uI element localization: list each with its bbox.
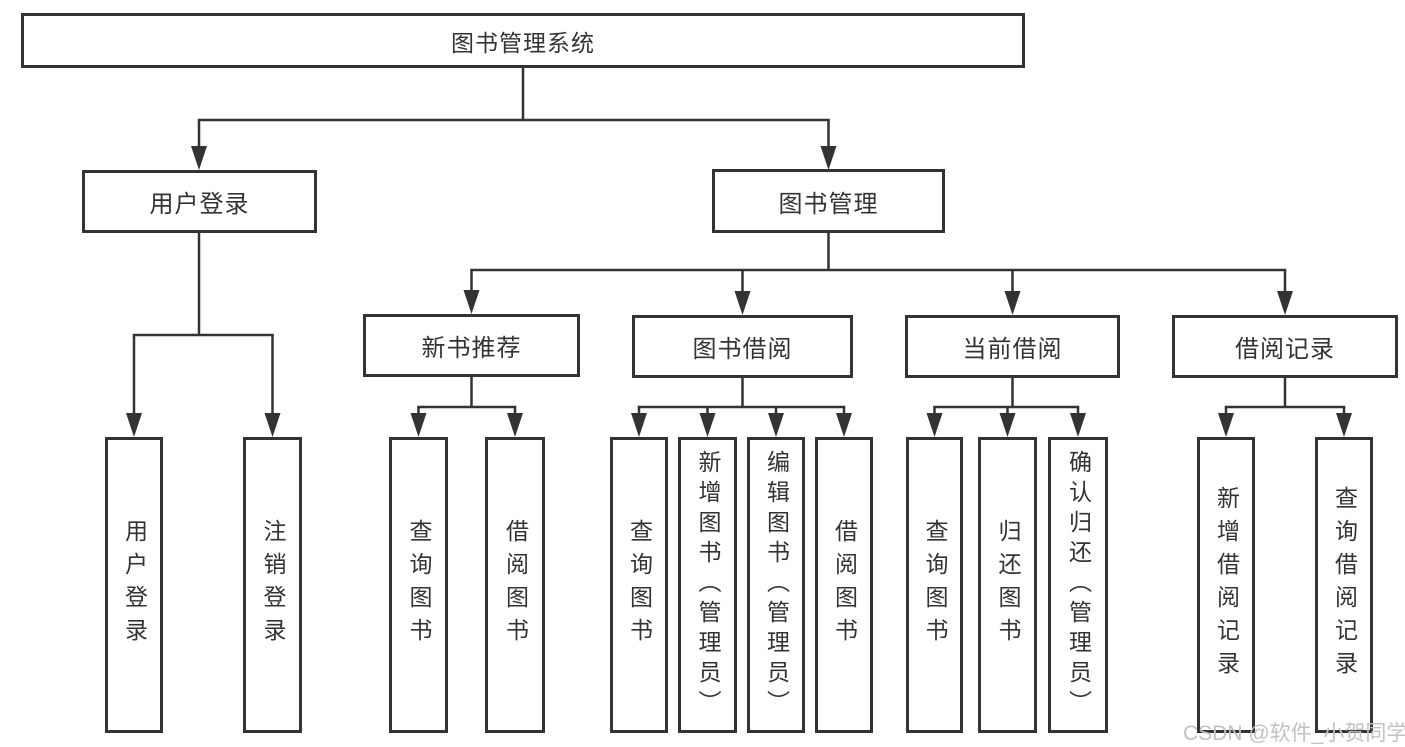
node-label: 查询图书	[922, 519, 948, 651]
node-label: 当前借阅	[962, 336, 1063, 363]
connector-user-login-to-leaves	[126, 233, 281, 437]
arrowhead-icon	[768, 413, 784, 437]
connector-root-to-level2	[191, 68, 837, 170]
connector-book-borrow-to-leaves	[631, 378, 852, 437]
leaf-add-book-admin: 新增图书（管理员）	[678, 437, 737, 733]
leaf-confirm-return-admin: 确认归还（管理员）	[1048, 437, 1108, 733]
leaf-borrow-books: 借阅图书	[815, 437, 873, 733]
leaf-user-login: 用户登录	[105, 437, 163, 733]
node-label: 查询借阅记录	[1331, 486, 1358, 684]
leaf-edit-book-admin: 编辑图书（管理员）	[747, 437, 805, 733]
leaf-return-books: 归还图书	[978, 437, 1037, 733]
arrowhead-icon	[1336, 413, 1352, 437]
arrowhead-icon	[820, 146, 837, 170]
arrowhead-icon	[734, 291, 751, 315]
node-label: 图书管理系统	[451, 29, 595, 56]
node-current-borrow: 当前借阅	[905, 315, 1120, 378]
connector-borrow-records-to-leaves	[1218, 378, 1352, 437]
node-label: 借阅图书	[831, 519, 858, 651]
leaf-query-borrow-record: 查询借阅记录	[1315, 437, 1373, 733]
node-label: 图书管理	[778, 190, 879, 218]
connector-current-borrow-to-leaves	[926, 378, 1086, 437]
node-label: 新增图书（管理员）	[695, 450, 721, 720]
arrowhead-icon	[1218, 413, 1234, 437]
node-user-login: 用户登录	[82, 170, 317, 233]
node-label: 新书推荐	[421, 335, 522, 362]
node-label: 归还图书	[995, 519, 1021, 651]
arrowhead-icon	[191, 146, 207, 170]
node-label: 图书借阅	[692, 336, 793, 363]
node-book-borrow: 图书借阅	[632, 315, 853, 378]
arrowhead-icon	[926, 413, 943, 437]
arrowhead-icon	[463, 290, 480, 314]
node-label: 借阅记录	[1235, 336, 1335, 363]
connector-book-management-to-level3	[463, 233, 1293, 315]
node-label: 注销登录	[260, 519, 286, 651]
node-label: 确认归还（管理员）	[1065, 450, 1092, 720]
leaf-logout: 注销登录	[243, 437, 302, 733]
arrowhead-icon	[264, 413, 281, 437]
arrowhead-icon	[1004, 291, 1021, 315]
leaf-query-books-new: 查询图书	[389, 437, 448, 733]
node-label: 借阅图书	[502, 519, 529, 651]
leaf-add-borrow-record: 新增借阅记录	[1197, 437, 1255, 733]
arrowhead-icon	[410, 413, 427, 437]
leaf-query-books-borrow: 查询图书	[610, 437, 668, 733]
node-library-management-system: 图书管理系统	[21, 13, 1025, 68]
arrowhead-icon	[999, 413, 1016, 437]
arrowhead-icon	[126, 413, 142, 437]
node-label: 查询图书	[626, 519, 653, 651]
node-label: 用户登录	[149, 191, 250, 218]
node-label: 编辑图书（管理员）	[763, 450, 790, 720]
node-label: 新增借阅记录	[1213, 486, 1240, 684]
arrowhead-icon	[631, 413, 647, 437]
node-new-books: 新书推荐	[363, 314, 580, 377]
arrowhead-icon	[1070, 413, 1086, 437]
node-label: 用户登录	[121, 519, 148, 651]
node-label: 查询图书	[406, 519, 432, 651]
arrowhead-icon	[836, 413, 852, 437]
arrowhead-icon	[1277, 291, 1293, 315]
connector-new-books-to-leaves	[410, 377, 523, 437]
watermark: CSDN @软件_小贺同学	[1183, 722, 1405, 745]
leaf-query-books-current: 查询图书	[906, 437, 963, 733]
leaf-borrow-books-new: 借阅图书	[485, 437, 545, 733]
node-book-management: 图书管理	[712, 169, 945, 233]
arrowhead-icon	[699, 413, 716, 437]
arrowhead-icon	[507, 413, 523, 437]
node-borrow-records: 借阅记录	[1172, 315, 1398, 378]
